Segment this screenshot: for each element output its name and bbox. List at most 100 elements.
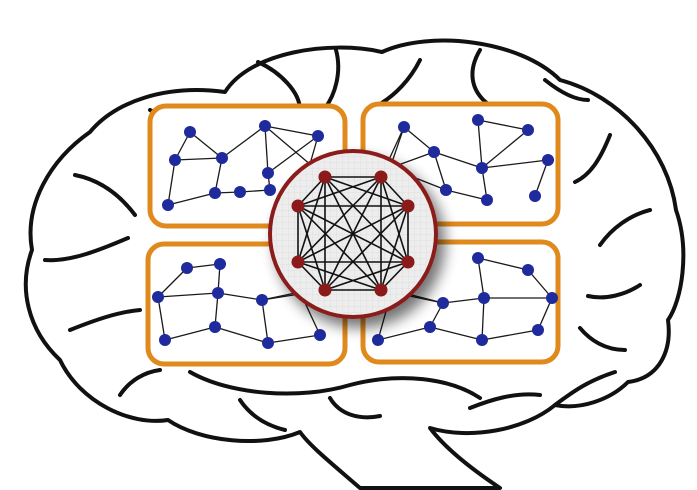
brain-sulcus: [378, 58, 422, 106]
local-node-top-right: [428, 146, 440, 158]
local-node-bottom-right: [546, 292, 558, 304]
local-node-bottom-left: [314, 329, 326, 341]
local-node-bottom-left: [212, 287, 224, 299]
local-node-top-left: [209, 187, 221, 199]
rich-club-hub: [268, 149, 438, 319]
local-node-bottom-left: [262, 337, 274, 349]
hub-nodes-layer: [291, 170, 415, 297]
brain-sulcus: [73, 173, 137, 217]
local-edge-top-left: [267, 135, 319, 174]
local-node-top-right: [398, 121, 410, 133]
local-edge-bottom-right: [377, 326, 431, 341]
local-node-top-right: [522, 124, 534, 136]
local-edge-top-right: [534, 159, 549, 197]
local-node-bottom-left: [256, 294, 268, 306]
local-edge-top-right: [433, 151, 483, 169]
local-node-top-left: [184, 126, 196, 138]
brain-temporal-lobe: [188, 370, 482, 400]
local-edge-bottom-left: [214, 326, 269, 344]
local-node-top-left: [169, 154, 181, 166]
local-edge-top-left: [264, 125, 269, 174]
brain-sulcus: [68, 308, 142, 332]
hub-node: [318, 170, 332, 184]
local-node-bottom-right: [472, 252, 484, 264]
hub-node: [374, 283, 388, 297]
local-edge-top-right: [403, 126, 435, 153]
hub-edge: [380, 205, 409, 291]
local-edge-top-right: [481, 129, 529, 169]
brain-sulcus: [118, 368, 162, 397]
brain-sulcus: [328, 396, 382, 420]
local-edge-top-left: [264, 125, 319, 137]
local-edge-top-left: [189, 131, 223, 159]
brain-outline-illustration: [23, 38, 686, 490]
local-node-top-right: [481, 194, 493, 206]
local-edge-bottom-right: [429, 326, 483, 341]
hub-node: [401, 199, 415, 213]
local-edge-bottom-left: [164, 326, 216, 341]
hub-edge: [380, 176, 409, 207]
local-node-bottom-left: [209, 321, 221, 333]
brain-sulcus: [470, 48, 490, 106]
local-edge-bottom-left: [261, 299, 269, 344]
local-edge-bottom-right: [481, 297, 485, 341]
brain-sulcus: [323, 48, 341, 110]
local-edge-top-right: [445, 189, 488, 201]
local-edge-top-right: [481, 159, 549, 169]
hub-node: [318, 283, 332, 297]
local-node-top-right: [476, 162, 488, 174]
local-edge-bottom-left: [157, 292, 219, 298]
local-node-bottom-left: [181, 262, 193, 274]
local-edge-top-right: [477, 119, 529, 131]
local-node-top-left: [234, 186, 246, 198]
local-edge-bottom-right: [477, 257, 485, 299]
local-node-bottom-right: [522, 264, 534, 276]
hub-edge: [297, 261, 382, 291]
brain-sulcus: [573, 133, 612, 184]
local-edge-top-left: [174, 157, 223, 161]
brain-sulcus: [578, 326, 627, 352]
hub-node: [291, 255, 305, 269]
hub-node: [401, 255, 415, 269]
local-node-top-right: [542, 154, 554, 166]
local-node-top-left: [259, 120, 271, 132]
brain-sulcus: [468, 392, 542, 410]
local-node-top-left: [262, 167, 274, 179]
local-edge-bottom-right: [527, 269, 553, 299]
local-node-bottom-right: [424, 321, 436, 333]
local-node-top-right: [472, 114, 484, 126]
local-node-top-left: [162, 199, 174, 211]
hub-edges-layer: [297, 176, 409, 291]
brain-sulcus: [43, 236, 130, 263]
local-edge-bottom-left: [217, 292, 263, 301]
local-node-bottom-left: [152, 291, 164, 303]
local-edge-top-right: [477, 119, 483, 169]
local-edge-bottom-left: [267, 334, 321, 344]
local-node-top-right: [529, 190, 541, 202]
brain-sulcus: [543, 78, 590, 102]
hub-edge: [297, 176, 326, 207]
local-node-bottom-left: [159, 334, 171, 346]
hub-edge: [297, 205, 409, 263]
local-edge-bottom-right: [442, 297, 485, 304]
local-node-bottom-right: [476, 334, 488, 346]
brain-sulcus: [553, 370, 617, 407]
brain-sulcus: [256, 60, 302, 112]
local-edge-top-right: [433, 151, 447, 191]
local-node-bottom-right: [532, 324, 544, 336]
brain-sulcus: [598, 208, 652, 247]
local-edge-bottom-right: [481, 329, 539, 341]
local-edge-top-left: [221, 125, 266, 159]
local-node-bottom-right: [478, 292, 490, 304]
local-node-bottom-right: [372, 334, 384, 346]
brain-sulcus: [238, 398, 287, 432]
local-node-top-left: [264, 184, 276, 196]
local-node-top-left: [216, 152, 228, 164]
local-edge-bottom-right: [477, 257, 529, 271]
local-node-bottom-left: [214, 258, 226, 270]
brain-sulcus: [586, 283, 642, 300]
hub-node: [374, 170, 388, 184]
local-node-top-right: [440, 184, 452, 196]
